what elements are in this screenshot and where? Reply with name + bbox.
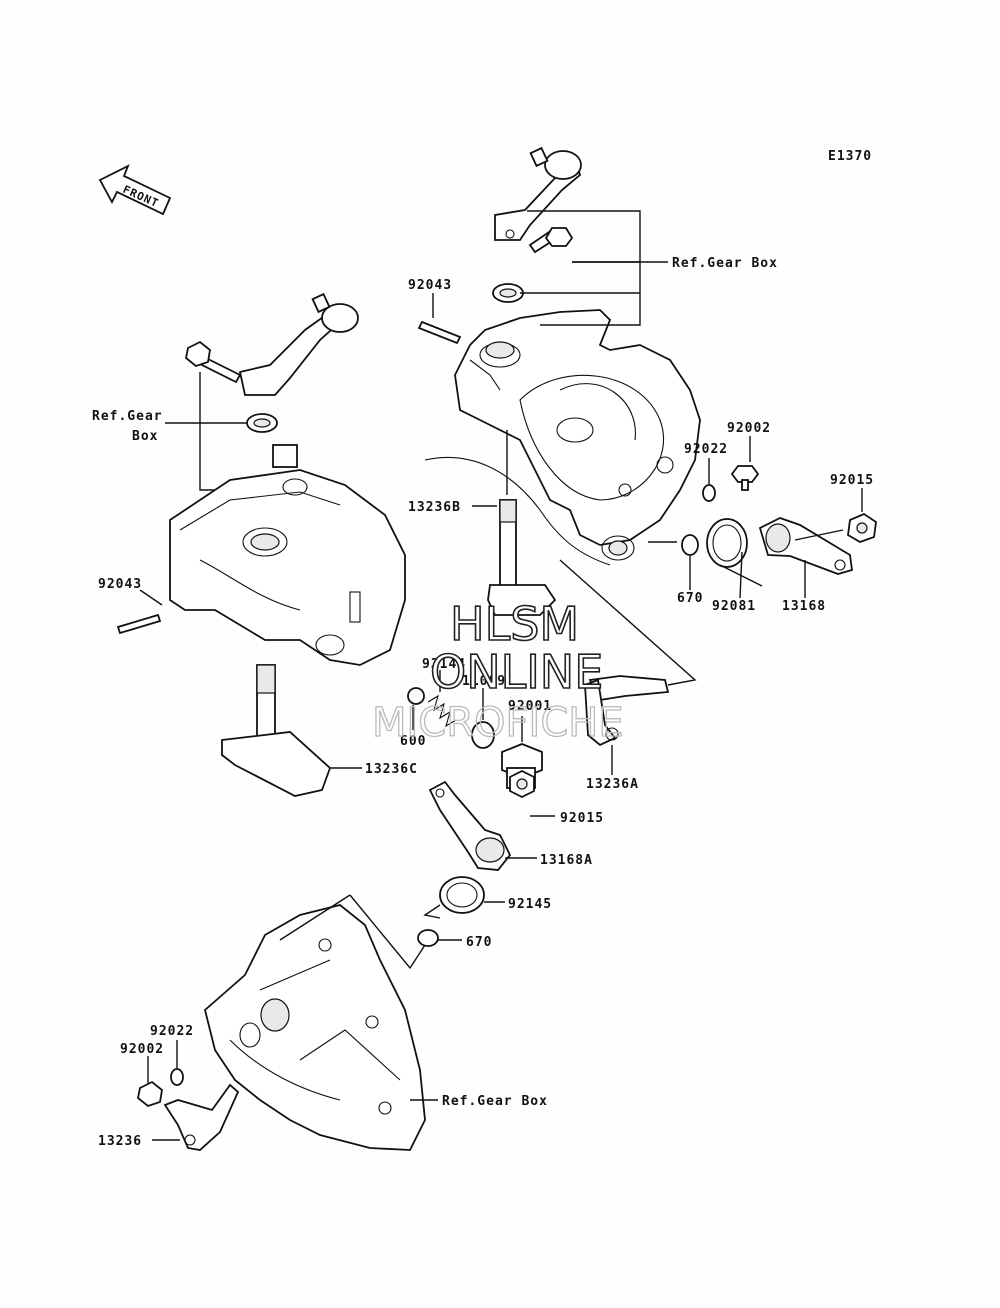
label-92002-top: 92002 [727,421,771,436]
nut-92015-top [847,512,877,543]
oring-670-bottom [417,929,439,947]
watermark-line2: ONLINE [430,645,603,699]
upper-shift-lever [494,146,582,241]
ref-bracket-left [165,372,248,491]
label-13236B: 13236B [408,500,461,515]
label-670-top: 670 [677,591,703,606]
label-13236: 13236 [98,1134,142,1149]
ref-gear-box-top: Ref.Gear Box [672,256,778,271]
watermark-line1: HLSM [450,597,579,651]
upper-seal-ring [492,283,524,303]
ref-bracket-top [520,210,641,326]
lower-gear-box-housing [203,904,426,1151]
nut-92015-mid [509,769,535,799]
leader-92081 [739,551,743,599]
gasket-11009 [471,721,495,749]
arm-13168 [758,517,853,575]
label-92145: 92145 [508,897,552,912]
label-92002-bottom: 92002 [120,1042,164,1057]
shaft-13236B [487,499,557,616]
oring-670-top [681,534,699,556]
label-92015-top: 92015 [830,473,874,488]
bolt-92002-top [730,465,760,491]
leader-lower-link [279,894,426,970]
shaft-13236C [221,664,332,797]
leader-arm-nut [794,529,844,541]
label-13168A: 13168A [540,853,593,868]
label-92022-top: 92022 [684,442,728,457]
bolt-92002-bottom [137,1080,163,1108]
upper-gear-box-housing [424,309,701,566]
leader-92043-left [139,589,163,606]
label-92081: 92081 [712,599,756,614]
label-92001: 92001 [508,699,552,714]
shaft-13236 [163,1083,240,1151]
pin-92043-left [116,613,162,635]
left-bolt [185,340,242,384]
label-92015-mid: 92015 [560,811,604,826]
washer-92022-top [702,484,716,502]
label-670-bottom: 670 [466,935,492,950]
left-seal-ring [246,413,278,433]
label-92043-left: 92043 [98,577,142,592]
label-92022-bottom: 92022 [150,1024,194,1039]
arm-13168A [428,780,512,871]
upper-bolt [528,227,574,254]
label-92144: 92144 [422,657,466,672]
spring-92145 [423,876,485,919]
washer-92022-bottom [170,1068,184,1086]
label-11009: 11009 [462,674,506,689]
ref-gear-box-left-2: Box [132,429,158,444]
spring-92081 [706,518,763,587]
watermark-line3: MICROFICHE [372,700,624,746]
front-arrow-icon: FRONT [98,164,172,216]
shaft-13236A [584,675,670,747]
pin-92043-top [417,320,462,345]
ball-600 [407,687,425,705]
label-13236C: 13236C [365,762,418,777]
watermark: HLSM ONLINE MICROFICHE [371,596,624,746]
leader-13236A-link [559,559,697,686]
label-92043-top: 92043 [408,278,452,293]
left-gear-box-housing [169,444,406,666]
ref-gear-box-bottom: Ref.Gear Box [442,1094,548,1109]
label-13168: 13168 [782,599,826,614]
spring-92144 [427,694,457,728]
diagram-code: E1370 [828,149,872,164]
label-13236A: 13236A [586,777,639,792]
label-600: 600 [400,734,426,749]
left-shift-lever [238,292,359,396]
ref-gear-box-left-1: Ref.Gear [92,409,163,424]
